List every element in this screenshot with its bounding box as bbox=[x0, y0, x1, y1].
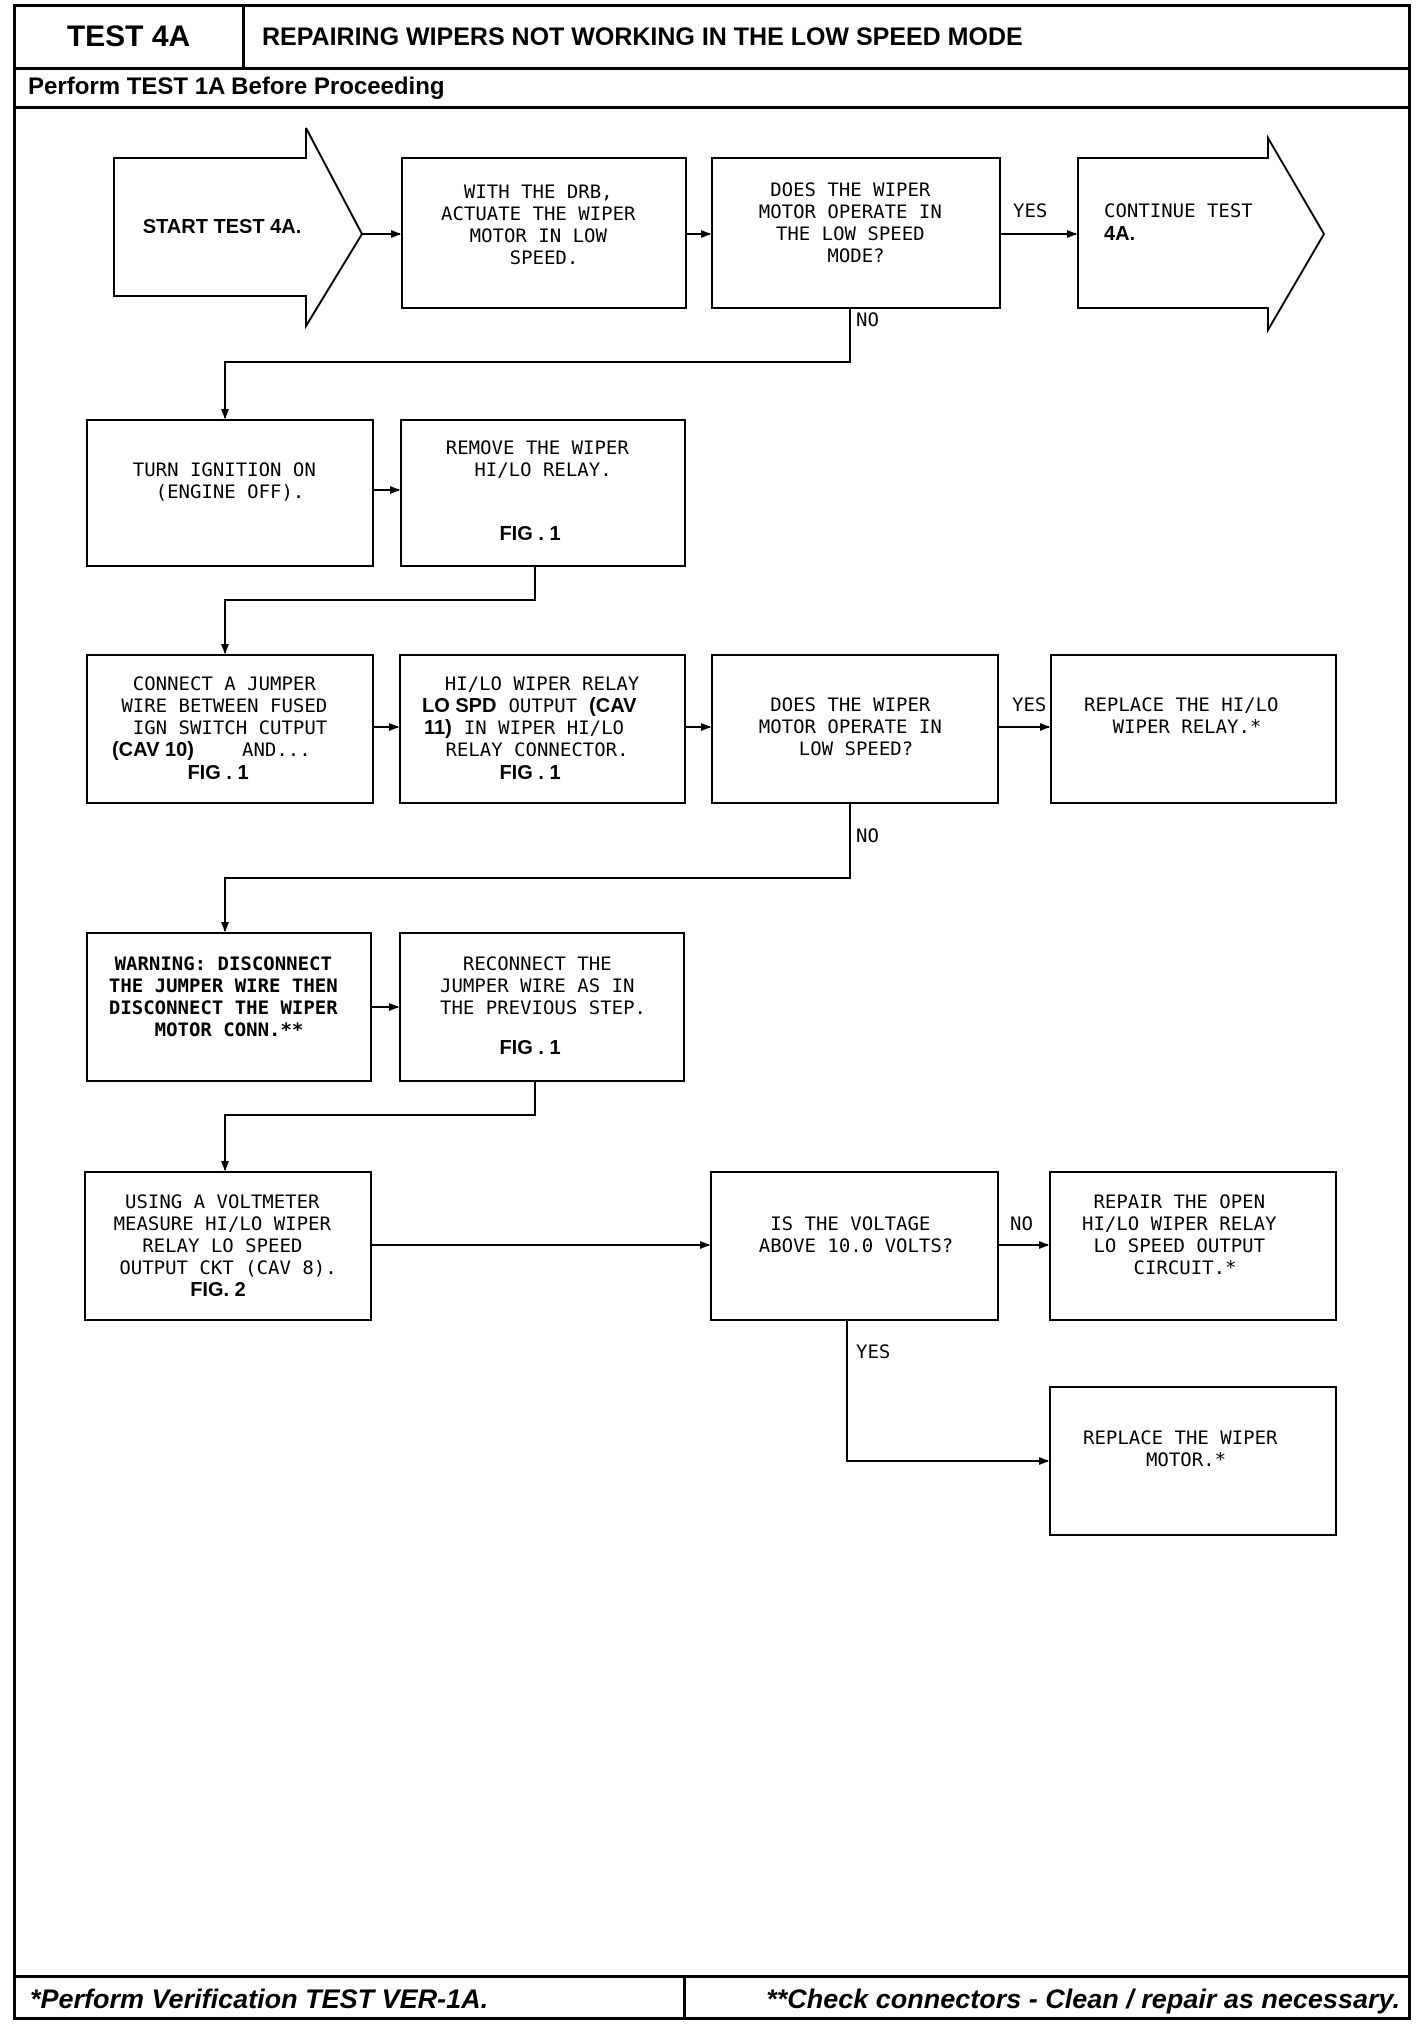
voltmeter-fig: FIG. 2 bbox=[190, 1279, 246, 1301]
q-low-speed-box bbox=[711, 654, 999, 804]
label-yes-continue: YES bbox=[1013, 200, 1047, 222]
continue-arrow-shape bbox=[1077, 134, 1326, 334]
remove-relay-box bbox=[400, 419, 686, 567]
label-no-warning: NO bbox=[856, 825, 879, 847]
connector-reconnect-voltmeter bbox=[221, 1081, 536, 1171]
connector-yes-replace-motor bbox=[846, 1320, 1049, 1465]
warning-text: WARNING: DISCONNECT THE JUMPER WIRE THEN… bbox=[109, 953, 349, 1041]
footer-verification-note: *Perform Verification TEST VER-1A. bbox=[30, 1983, 489, 2014]
footer-separator bbox=[683, 1977, 686, 2018]
prerequisite-note: Perform TEST 1A Before Proceeding bbox=[28, 73, 445, 100]
replace-relay-box bbox=[1050, 654, 1337, 804]
reconnect-fig: FIG . 1 bbox=[499, 1037, 560, 1059]
jumper-box bbox=[86, 654, 374, 804]
footer-divider bbox=[15, 1975, 1409, 1978]
page-frame bbox=[13, 4, 1411, 2020]
reconnect-text: RECONNECT THE JUMPER WIRE AS IN THE PREV… bbox=[440, 953, 646, 1019]
replace-relay-text: REPLACE THE HI/LO WIPER RELAY.* bbox=[1084, 694, 1290, 738]
relay-output-box bbox=[399, 654, 686, 804]
connector-no-ignition bbox=[221, 308, 851, 419]
ignition-box bbox=[86, 419, 374, 567]
continue-text-line1: CONTINUE TEST bbox=[1104, 200, 1253, 222]
continue-text-line2: 4A. bbox=[1104, 223, 1135, 245]
repair-open-text: REPAIR THE OPEN HI/LO WIPER RELAY LO SPE… bbox=[1082, 1191, 1288, 1279]
jumper-fig: FIG . 1 bbox=[187, 762, 248, 784]
start-arrow-shape bbox=[113, 127, 364, 330]
remove-relay-text: REMOVE THE WIPER HI/LO RELAY. bbox=[446, 437, 640, 481]
jumper-text: CONNECT A JUMPER WIRE BETWEEN FUSED IGN … bbox=[121, 673, 338, 739]
relay-output-line2: LO SPD OUTPUT (CAV bbox=[422, 695, 637, 717]
subheader-divider bbox=[15, 106, 1409, 109]
q-low-speed-mode-text: DOES THE WIPER MOTOR OPERATE IN THE LOW … bbox=[759, 179, 953, 267]
relay-output-fig: FIG . 1 bbox=[499, 762, 560, 784]
repair-open-box bbox=[1049, 1171, 1337, 1321]
test-id: TEST 4A bbox=[15, 7, 245, 67]
jumper-cav: (CAV 10) bbox=[112, 739, 194, 761]
remove-relay-fig: FIG . 1 bbox=[499, 523, 560, 545]
jumper-and: AND... bbox=[242, 739, 311, 761]
connector-remove-jumper bbox=[221, 566, 536, 654]
label-yes-replace-relay: YES bbox=[1012, 694, 1046, 716]
replace-motor-text: REPLACE THE WIPER MOTOR.* bbox=[1083, 1427, 1289, 1471]
relay-output-line3: 11) IN WIPER HI/LO bbox=[424, 717, 624, 739]
page-title: REPAIRING WIPERS NOT WORKING IN THE LOW … bbox=[262, 22, 1023, 51]
actuate-text: WITH THE DRB, ACTUATE THE WIPER MOTOR IN… bbox=[441, 181, 647, 269]
replace-motor-box bbox=[1049, 1386, 1337, 1536]
voltmeter-text: USING A VOLTMETER MEASURE HI/LO WIPER RE… bbox=[114, 1191, 343, 1279]
header-divider bbox=[15, 67, 1409, 70]
reconnect-box bbox=[399, 932, 685, 1082]
ignition-text: TURN IGNITION ON (ENGINE OFF). bbox=[133, 459, 327, 503]
relay-output-line1: HI/LO WIPER RELAY bbox=[445, 673, 640, 695]
q-voltage-text: IS THE VOLTAGE ABOVE 10.0 VOLTS? bbox=[759, 1213, 953, 1257]
q-low-speed-text: DOES THE WIPER MOTOR OPERATE IN LOW SPEE… bbox=[759, 694, 953, 760]
connector-no-warning bbox=[221, 803, 851, 932]
start-label: START TEST 4A. bbox=[143, 216, 302, 238]
relay-output-line4: RELAY CONNECTOR. bbox=[445, 739, 628, 761]
label-yes-replace-motor: YES bbox=[856, 1341, 890, 1363]
footer-connector-note: **Check connectors - Clean / repair as n… bbox=[766, 1983, 1400, 2014]
label-no-ignition: NO bbox=[856, 309, 879, 331]
label-no-repair: NO bbox=[1010, 1213, 1033, 1235]
